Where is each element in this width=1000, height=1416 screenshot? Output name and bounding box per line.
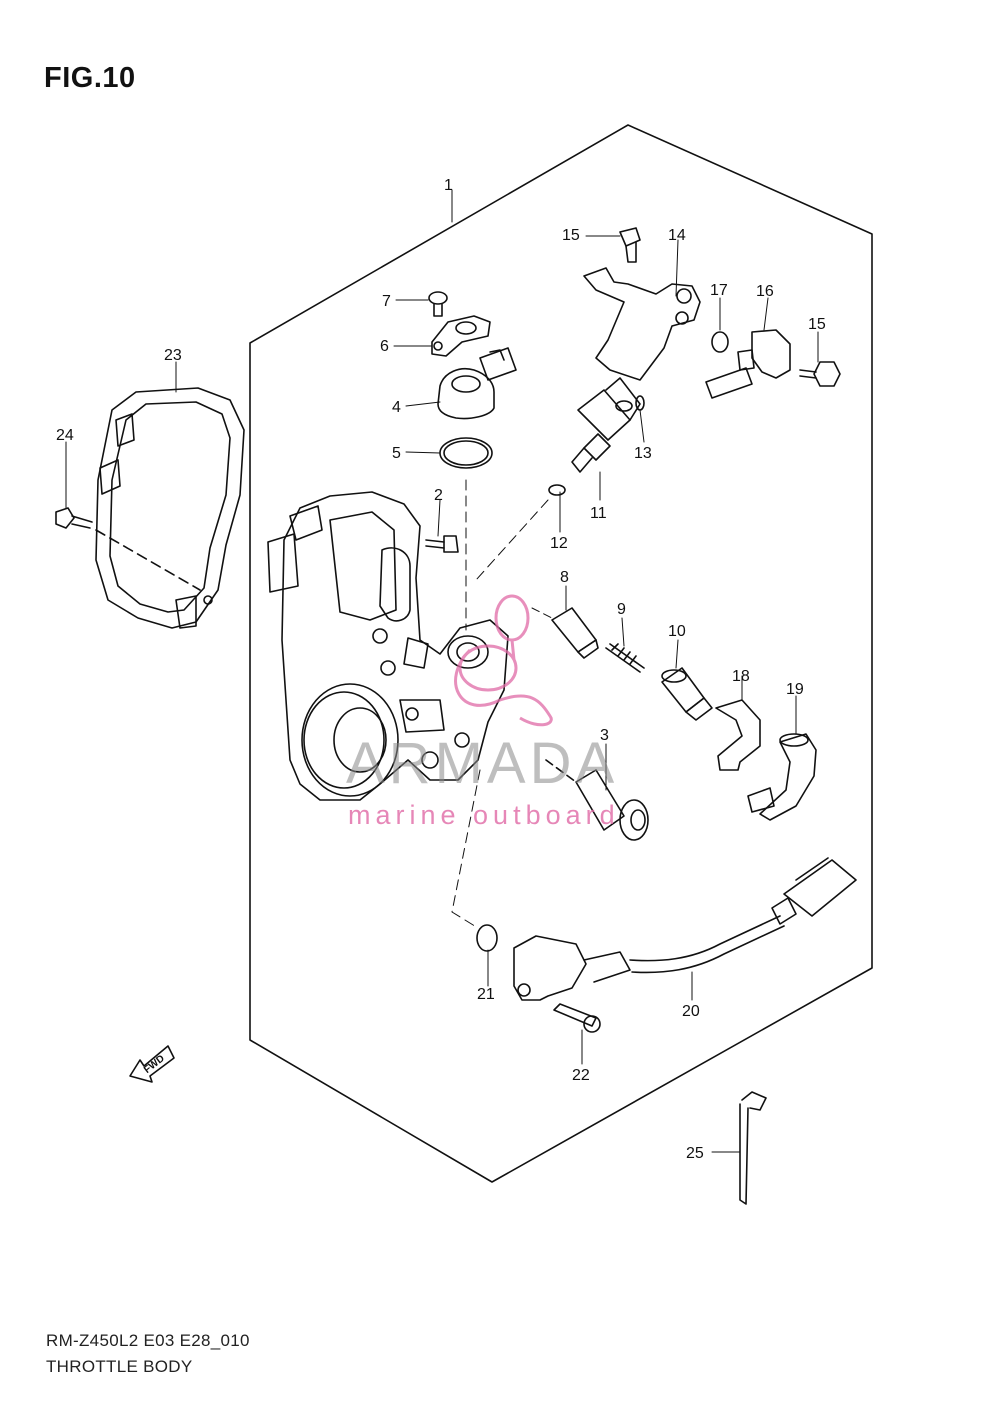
hose-fitting — [705, 329, 791, 399]
part-label-18: 18 — [732, 668, 750, 685]
spring — [605, 643, 645, 673]
hose-18 — [715, 699, 761, 771]
retaining-plate — [431, 315, 491, 357]
hose-19 — [747, 733, 817, 821]
part-label-21: 21 — [477, 986, 495, 1003]
part-label-9: 9 — [617, 601, 626, 618]
screw-7 — [428, 291, 448, 317]
model-code: RM-Z450L2 E03 E28_010 — [46, 1331, 250, 1350]
idle-adjuster — [661, 667, 713, 721]
fuel-delivery-bracket — [583, 267, 701, 381]
diagram-name: THROTTLE BODY — [46, 1357, 193, 1376]
part-label-15-right: 15 — [808, 316, 826, 333]
part-label-23: 23 — [164, 347, 182, 364]
throttle-body-main — [267, 491, 509, 801]
cable-tie — [739, 1091, 767, 1205]
part-label-12: 12 — [550, 535, 568, 552]
fuel-injector — [571, 377, 641, 473]
leader-lines — [65, 189, 819, 1153]
part-label-19: 19 — [786, 681, 804, 698]
throttle-body-cover — [95, 387, 245, 629]
part-label-14: 14 — [668, 227, 686, 244]
part-label-17: 17 — [710, 282, 728, 299]
assembly-boundary — [249, 124, 873, 1183]
part-label-20: 20 — [682, 1003, 700, 1020]
screw-22 — [553, 1003, 601, 1033]
screw — [425, 535, 459, 553]
o-ring-5-inner — [443, 440, 489, 466]
idle-screw — [545, 759, 649, 841]
o-ring-17 — [711, 331, 729, 353]
watermark-tagline: marine outboard — [348, 800, 620, 830]
plunger — [551, 607, 599, 659]
watermark-logo-icon — [454, 594, 553, 727]
part-label-10: 10 — [668, 623, 686, 640]
part-label-1: 1 — [444, 177, 453, 194]
figure-title: FIG.10 — [44, 62, 136, 94]
o-ring-21 — [476, 924, 498, 952]
part-label-22: 22 — [572, 1067, 590, 1084]
fwd-arrow-icon — [129, 1045, 175, 1083]
o-ring-12 — [548, 484, 566, 496]
part-label-25: 25 — [686, 1145, 704, 1162]
part-label-16: 16 — [756, 283, 774, 300]
cover-bolt — [55, 507, 201, 591]
part-label-15-top: 15 — [562, 227, 580, 244]
part-label-5: 5 — [392, 445, 401, 462]
bolt-15-top — [619, 227, 641, 263]
part-label-13: 13 — [634, 445, 652, 462]
part-label-6: 6 — [380, 338, 389, 355]
part-label-7: 7 — [382, 293, 391, 310]
part-label-3: 3 — [600, 727, 609, 744]
watermark-brand: ARMADA — [346, 731, 619, 796]
sensor-harness — [513, 857, 857, 1001]
o-ring-5 — [439, 437, 493, 469]
part-label-8: 8 — [560, 569, 569, 586]
part-label-11: 11 — [590, 505, 607, 522]
part-labels: 1 2 3 4 5 6 7 8 9 10 11 12 13 14 15 15 1… — [56, 177, 826, 1162]
part-label-4: 4 — [392, 399, 401, 416]
bolt-15-right — [799, 361, 841, 387]
part-label-2: 2 — [434, 487, 443, 504]
part-label-24: 24 — [56, 427, 74, 444]
sensor-cap — [437, 347, 517, 420]
